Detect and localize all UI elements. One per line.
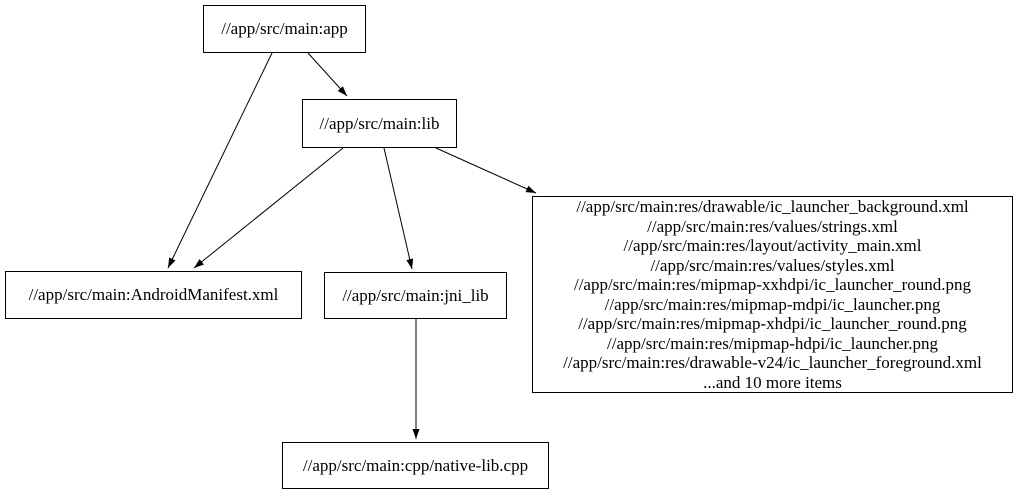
node-resources-group: //app/src/main:res/drawable/ic_launcher_…: [532, 196, 1013, 393]
node-lib: //app/src/main:lib: [302, 99, 457, 148]
edge-app-to-lib: [307, 52, 348, 97]
node-jni-lib: //app/src/main:jni_lib: [324, 272, 507, 319]
resource-item: //app/src/main:res/drawable-v24/ic_launc…: [563, 353, 982, 372]
edge-lib-to-jni_lib: [383, 147, 414, 270]
edge-lib-to-resources: [435, 147, 537, 194]
node-jni-lib-label: //app/src/main:jni_lib: [342, 285, 489, 305]
resource-item: //app/src/main:res/values/styles.xml: [650, 255, 895, 275]
node-lib-label: //app/src/main:lib: [319, 113, 440, 133]
resource-item: //app/src/main:res/mipmap-mdpi/ic_launch…: [604, 294, 941, 314]
resource-item: //app/src/main:res/values/strings.xml: [647, 216, 898, 236]
edge-lib-to-manifest: [193, 147, 344, 269]
resource-item: //app/src/main:res/layout/activity_main.…: [623, 236, 922, 255]
resource-item: //app/src/main:res/mipmap-xhdpi/ic_launc…: [578, 314, 967, 333]
resource-item: //app/src/main:res/drawable/ic_launcher_…: [576, 197, 969, 216]
resource-item: //app/src/main:res/mipmap-hdpi/ic_launch…: [607, 333, 938, 353]
node-app-label: //app/src/main:app: [221, 19, 348, 39]
node-android-manifest-label: //app/src/main:AndroidManifest.xml: [28, 285, 279, 305]
node-native-lib-cpp-label: //app/src/main:cpp/native-lib.cpp: [302, 455, 529, 475]
edge-app-to-manifest: [167, 52, 273, 269]
node-android-manifest: //app/src/main:AndroidManifest.xml: [5, 271, 302, 319]
resource-item: //app/src/main:res/mipmap-xxhdpi/ic_laun…: [573, 275, 972, 294]
node-app: //app/src/main:app: [203, 5, 366, 53]
node-native-lib-cpp: //app/src/main:cpp/native-lib.cpp: [282, 442, 549, 489]
resource-more-items: ...and 10 more items: [703, 372, 842, 392]
